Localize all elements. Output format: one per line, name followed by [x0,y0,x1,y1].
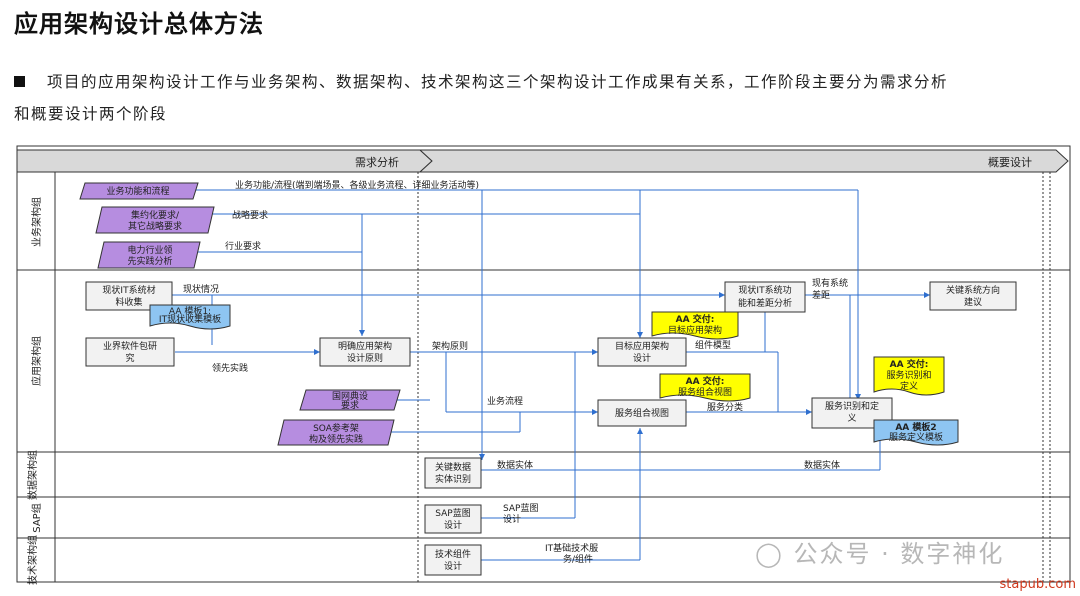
label-data-entity-2: 数据实体 [804,459,840,471]
svg-text:AA 模板1:: AA 模板1: [169,305,211,317]
svg-text:建议: 建议 [964,296,982,308]
label-sys-gap-2: 差距 [812,289,830,301]
svg-text:AA 交付:: AA 交付: [686,375,725,387]
lane-technology: 技术架构组 [26,535,39,585]
svg-text:IT现状收集模板: IT现状收集模板 [159,313,221,325]
svg-text:设计原则: 设计原则 [347,352,383,364]
line-labels: 业务功能/流程(端到端场景、各级业务流程、详细业务活动等) 战略要求 行业要求 … [183,179,848,565]
label-industry: 行业要求 [225,240,261,252]
bullet-square-icon [14,76,25,87]
box-it-collection: 现状IT系统材 料收集 [85,281,173,311]
input-intensive: 集约化要求/ 其它战略要求 [95,206,215,234]
wechat-icon: ◯ [755,540,784,568]
svg-text:要求: 要求 [341,399,359,411]
intro-text: 项目的应用架构设计工作与业务架构、数据架构、技术架构这三个架构设计工作成果有关系… [14,66,1074,130]
svg-text:关键系统方向: 关键系统方向 [946,284,1000,296]
label-sap-bp-2: 设计 [503,513,521,525]
label-it-tech-1: IT基础技术服 [545,542,598,554]
lane-business: 业务架构组 [30,197,43,247]
box-service-view: 服务组合视图 [597,399,687,427]
page-title: 应用架构设计总体方法 [14,10,264,38]
watermark-text: ◯ 公众号 · 数字神化 [755,540,1005,568]
label-sys-gap-1: 现有系统 [812,277,848,289]
label-sap-bp-1: SAP蓝图 [503,502,538,514]
deliverable-service-identify: AA 交付: 服务识别和 定义 [873,356,945,396]
box-arch-principle: 明确应用架构 设计原则 [319,337,411,367]
svg-text:AA 交付:: AA 交付: [890,358,929,370]
svg-text:能和差距分析: 能和差距分析 [738,297,792,309]
svg-text:料收集: 料收集 [115,296,142,308]
box-service-identify: 服务识别和定 义 [811,397,893,429]
intro-line-2: 和概要设计两个阶段 [14,105,168,123]
svg-text:明确应用架构: 明确应用架构 [338,340,392,352]
deliverable-target-arch: AA 交付: 目标应用架构 [651,311,739,340]
svg-text:目标应用架构: 目标应用架构 [615,340,669,352]
svg-text:目标应用架构: 目标应用架构 [668,324,722,336]
template-1-note: AA 模板1: IT现状收集模板 [149,304,231,330]
intro-line-1: 项目的应用架构设计工作与业务架构、数据架构、技术架构这三个架构设计工作成果有关系… [47,73,949,91]
label-arch-principle: 架构原则 [432,340,468,352]
svg-text:实体识别: 实体识别 [435,473,471,485]
input-power-industry: 电力行业领 先实践分析 [97,241,201,269]
svg-text:关键数据: 关键数据 [435,461,471,473]
svg-text:先实践分析: 先实践分析 [127,255,172,267]
box-software-research: 业界软件包研 究 [85,337,175,367]
box-tech-component: 技术组件 设计 [424,544,482,576]
svg-text:究: 究 [125,352,134,364]
svg-text:集约化要求/: 集约化要求/ [131,209,180,221]
svg-text:业务功能和流程: 业务功能和流程 [106,185,169,197]
label-biz-flow: 业务功能/流程(端到端场景、各级业务流程、详细业务活动等) [235,179,479,191]
svg-text:设计: 设计 [633,352,651,364]
box-sap-blueprint: SAP蓝图 设计 [424,504,482,534]
svg-text:现状IT系统材: 现状IT系统材 [102,284,155,296]
phase-header: 需求分析 概要设计 [16,149,1069,173]
box-target-arch: 目标应用架构 设计 [597,337,687,367]
phase-outline-design: 概要设计 [988,156,1032,169]
lane-sap: SAP组 [30,503,43,532]
box-system-direction: 关键系统方向 建议 [929,281,1017,311]
phase-requirements: 需求分析 [355,155,399,169]
svg-text:AA 交付:: AA 交付: [676,313,715,325]
svg-text:义: 义 [847,413,856,424]
lane-application: 应用架构组 [30,336,43,386]
label-status: 现状情况 [183,283,219,295]
svg-text:其它战略要求: 其它战略要求 [128,220,182,232]
svg-text:服务识别和: 服务识别和 [886,369,931,381]
label-data-entity-1: 数据实体 [497,459,533,471]
svg-text:设计: 设计 [444,560,462,572]
input-sgcc: 国网典设 要求 [299,389,401,411]
watermark-url: stapub.com [999,577,1076,592]
svg-text:服务识别和定: 服务识别和定 [825,400,879,412]
svg-text:构及领先实践: 构及领先实践 [309,433,363,445]
lane-data: 数据架构组 [26,450,39,500]
svg-text:电力行业领: 电力行业领 [127,244,172,256]
svg-text:服务组合视图: 服务组合视图 [678,386,732,398]
svg-text:定义: 定义 [900,380,918,392]
label-svc-class: 服务分类 [707,401,743,413]
deliverable-service-view: AA 交付: 服务组合视图 [659,373,751,402]
svg-text:技术组件: 技术组件 [435,548,471,560]
input-biz-flow: 业务功能和流程 [79,182,199,200]
box-gap-analysis: 现状IT系统功 能和差距分析 [724,281,806,313]
svg-text:国网典设: 国网典设 [332,390,368,402]
box-key-data: 关键数据 实体识别 [424,457,482,489]
label-biz-process: 业务流程 [487,395,523,407]
label-best-practice: 领先实践 [212,362,248,374]
svg-text:SAP蓝图: SAP蓝图 [435,507,470,519]
svg-text:SOA参考架: SOA参考架 [313,422,359,434]
svg-text:设计: 设计 [444,519,462,531]
connectors [172,189,930,561]
label-strategy: 战略要求 [232,209,268,221]
label-comp-model: 组件模型 [695,339,731,351]
lane-dividers [17,172,1070,582]
svg-text:服务组合视图: 服务组合视图 [615,407,669,419]
svg-text:服务定义模板: 服务定义模板 [889,431,943,443]
input-soa: SOA参考架 构及领先实践 [277,419,395,446]
template-2-note: AA 模板2 服务定义模板 [873,419,959,446]
svg-text:业界软件包研: 业界软件包研 [103,340,157,352]
svg-text:AA 模板2: AA 模板2 [895,421,936,433]
svg-text:现状IT系统功: 现状IT系统功 [738,284,791,296]
label-it-tech-2: 务/组件 [563,553,593,565]
